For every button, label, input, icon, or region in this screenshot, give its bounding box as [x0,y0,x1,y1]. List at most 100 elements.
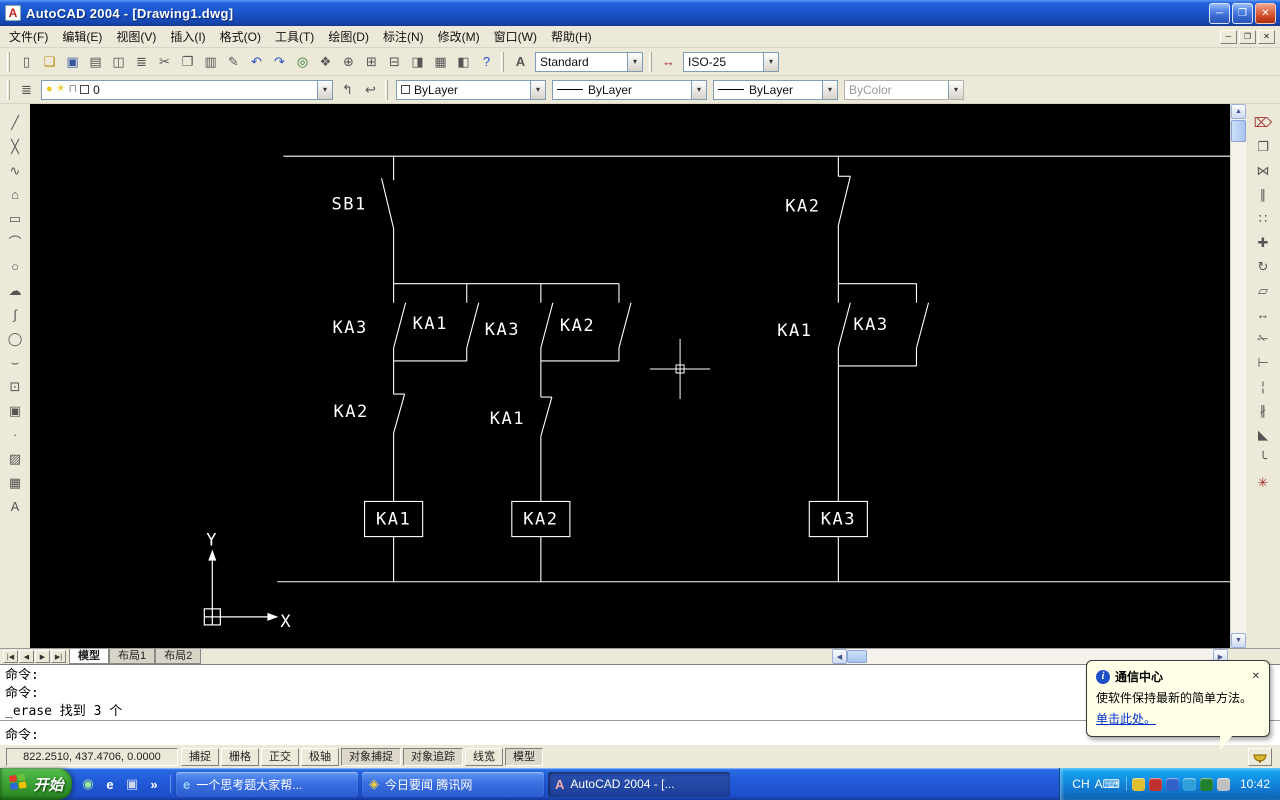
zoom-window-button[interactable]: ⊞ [360,50,383,73]
tab-nav-button[interactable]: ◀ [19,650,34,663]
balloon-close-icon[interactable]: ✕ [1252,671,1260,682]
quick-launch-icon-3[interactable]: ▣ [123,775,141,793]
mdi-minimize-button[interactable]: ─ [1220,30,1237,44]
mdi-close-button[interactable]: ✕ [1258,30,1275,44]
color-combo[interactable]: ByLayer ▾ [396,80,546,100]
plot-button[interactable]: ▤ [84,50,107,73]
sun-icon[interactable]: ☀ [56,84,66,95]
open-button[interactable]: ❏ [38,50,61,73]
chevron-down-icon[interactable]: ▾ [763,53,778,71]
ellipse-arc-button[interactable]: ⌣ [4,351,27,374]
status-toggle[interactable]: 捕捉 [181,748,219,766]
scale-button[interactable]: ▱ [1252,279,1275,302]
tray-icon-1[interactable] [1132,778,1145,791]
mirror-button[interactable]: ⋈ [1252,159,1275,182]
menu-item[interactable]: 窗口(W) [487,26,544,47]
trim-button[interactable]: ✁ [1252,327,1275,350]
toolbar-grip[interactable] [7,80,10,100]
linetype-combo[interactable]: ByLayer ▾ [552,80,707,100]
bulb-icon[interactable]: ● [46,84,53,95]
minimize-button[interactable]: ─ [1209,3,1230,24]
ellipse-button[interactable]: ◯ [4,327,27,350]
chevron-down-icon[interactable]: ▾ [822,81,837,99]
scroll-left-button[interactable]: ◀ [832,649,847,664]
copy-object-button[interactable]: ❐ [1252,135,1275,158]
task-ie-question[interactable]: e 一个思考题大家帮... [176,772,358,797]
status-toggle[interactable]: 线宽 [465,748,503,766]
status-toggle[interactable]: 正交 [261,748,299,766]
properties-button[interactable]: ◨ [406,50,429,73]
circle-button[interactable]: ○ [4,255,27,278]
toolbar-grip[interactable] [649,52,652,72]
toolbar-grip[interactable] [385,80,388,100]
scroll-up-button[interactable]: ▲ [1231,104,1246,119]
erase-button[interactable]: ⌦ [1252,111,1275,134]
point-button[interactable]: ∙ [4,423,27,446]
close-button[interactable]: ✕ [1255,3,1276,24]
quick-launch-icon-2[interactable]: e [101,775,119,793]
drawing-canvas[interactable]: SB1 KA3 KA1 KA3 KA2 KA2 KA1 KA2 KA1 KA3 … [30,104,1230,648]
lock-icon[interactable]: ⊓ [69,84,78,95]
save-button[interactable]: ▣ [61,50,84,73]
plot-preview-button[interactable]: ◫ [107,50,130,73]
tool-palettes-button[interactable]: ◧ [452,50,475,73]
quick-launch-overflow[interactable]: » [145,775,163,793]
chamfer-button[interactable]: ◣ [1252,423,1275,446]
status-toggle[interactable]: 对象捕捉 [341,748,401,766]
insert-block-button[interactable]: ⊡ [4,375,27,398]
language-bar-icon[interactable]: A [1095,777,1103,791]
spline-button[interactable]: ∫ [4,303,27,326]
toolbar-grip[interactable] [501,52,504,72]
hatch-button[interactable]: ▨ [4,447,27,470]
menu-item[interactable]: 插入(I) [163,26,212,47]
multiline-text-button[interactable]: A [4,495,27,518]
tab-nav-button[interactable]: ▶ [35,650,50,663]
cut-button[interactable]: ✂ [153,50,176,73]
rectangle-button[interactable]: ▭ [4,207,27,230]
polygon-button[interactable]: ⌂ [4,183,27,206]
zoom-realtime-button[interactable]: ⊕ [337,50,360,73]
menu-item[interactable]: 文件(F) [2,26,55,47]
chevron-down-icon[interactable]: ▾ [627,53,642,71]
tab-layout1[interactable]: 布局1 [109,649,155,664]
tray-icon-6[interactable] [1217,778,1230,791]
tray-icon-2[interactable] [1149,778,1162,791]
toolbar-grip[interactable] [7,52,10,72]
tab-nav-button[interactable]: |◀ [3,650,18,663]
layer-previous-button[interactable]: ↩ [359,78,382,101]
status-toggle[interactable]: 对象追踪 [403,748,463,766]
tab-nav-button[interactable]: ▶| [51,650,66,663]
menu-item[interactable]: 修改(M) [431,26,487,47]
polyline-button[interactable]: ∿ [4,159,27,182]
task-qq-news[interactable]: ◈ 今日要闻 腾讯网 [362,772,544,797]
task-autocad[interactable]: A AutoCAD 2004 - [... [548,772,730,797]
chevron-down-icon[interactable]: ▾ [317,81,332,99]
undo-button[interactable]: ↶ [245,50,268,73]
quick-launch-icon-1[interactable]: ◉ [79,775,97,793]
status-toggle[interactable]: 极轴 [301,748,339,766]
mdi-restore-button[interactable]: ❐ [1239,30,1256,44]
break-button[interactable]: ∦ [1252,399,1275,422]
construction-line-button[interactable]: ╳ [4,135,27,158]
redo-button[interactable]: ↷ [268,50,291,73]
rotate-button[interactable]: ↻ [1252,255,1275,278]
lineweight-combo[interactable]: ByLayer ▾ [713,80,838,100]
horizontal-scroll-thumb[interactable] [847,650,867,663]
tray-icon-4[interactable] [1183,778,1196,791]
copy-button[interactable]: ❐ [176,50,199,73]
menu-item[interactable]: 格式(O) [213,26,268,47]
chevron-down-icon[interactable]: ▾ [530,81,545,99]
vertical-scrollbar[interactable]: ▲ ▼ [1230,104,1246,648]
tab-layout2[interactable]: 布局2 [155,649,201,664]
vertical-scroll-thumb[interactable] [1231,120,1246,142]
tab-model[interactable]: 模型 [69,649,109,664]
scroll-down-button[interactable]: ▼ [1231,633,1246,648]
menu-item[interactable]: 标注(N) [376,26,431,47]
menu-item[interactable]: 工具(T) [268,26,321,47]
layer-combo[interactable]: ● ☀ ⊓ 0 ▾ [41,80,333,100]
language-bar[interactable]: CH A⌨ [1072,777,1127,791]
line-button[interactable]: ╱ [4,111,27,134]
new-button[interactable]: ▯ [15,50,38,73]
layer-properties-button[interactable]: ≣ [15,78,38,101]
fillet-button[interactable]: ╰ [1252,447,1275,470]
